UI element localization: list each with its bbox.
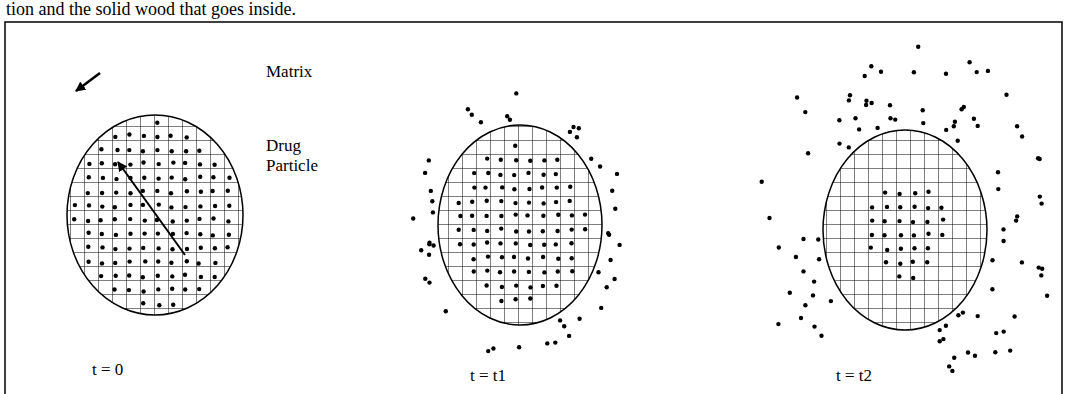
drug-particles [72,45,1049,374]
release-arrow [76,73,100,91]
time-label: t = t2 [836,366,872,386]
part-name: Matrix [266,62,312,82]
time-label: t = t1 [470,366,506,386]
cut-off-text: tion and the solid wood that goes inside… [6,0,296,20]
matrix-grid [60,110,995,335]
time-label: t = 0 [92,360,123,380]
matrix-outline [67,115,987,330]
diffusion-arrow [118,162,185,255]
figure-frame [5,22,1062,394]
part-name: Drug Particle [266,136,332,175]
